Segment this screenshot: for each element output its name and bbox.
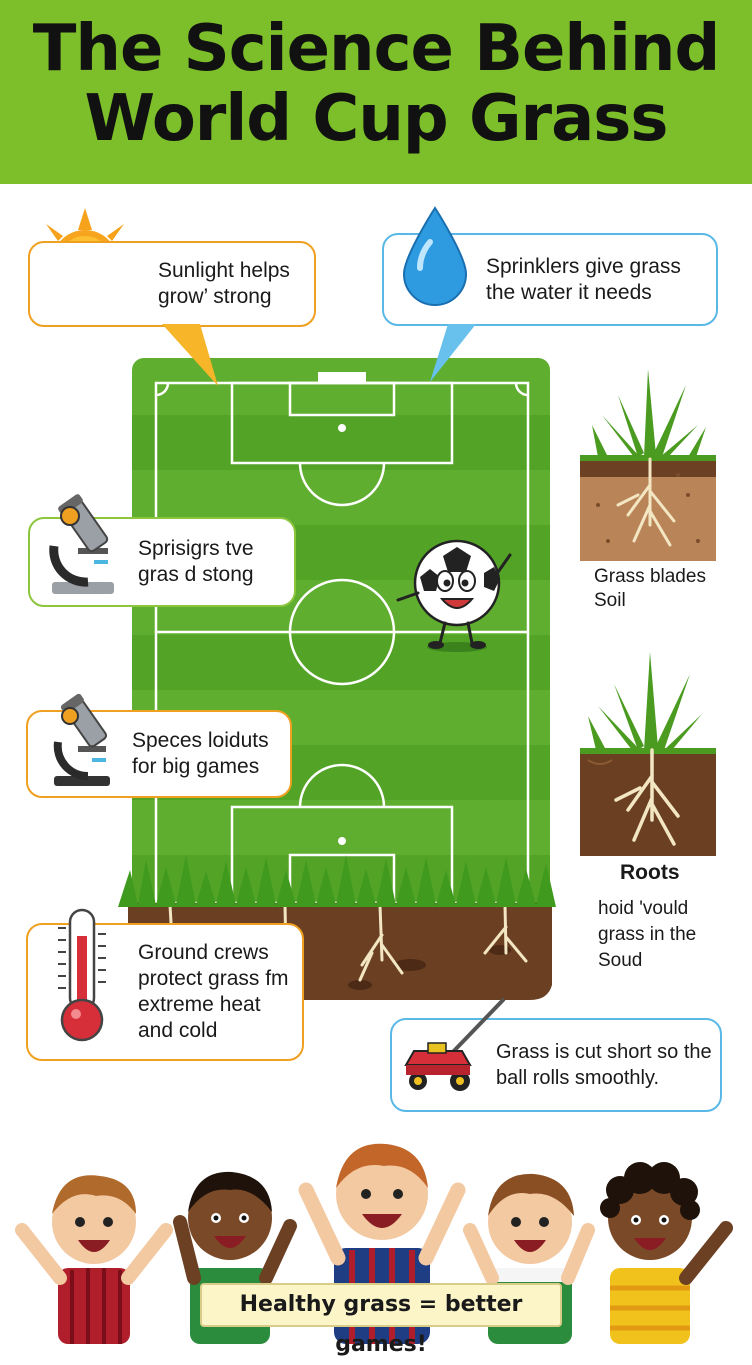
microscope2-text-2: for big games	[132, 755, 260, 778]
ground-crews-text-1: Ground crews	[138, 941, 269, 964]
roots-description: hoid 'vould grass in the Soud	[598, 896, 696, 974]
thermometer-icon	[58, 908, 106, 1042]
soil-label: Soil	[594, 590, 626, 611]
sunlight-text-1: Sunlight helps	[158, 259, 290, 282]
soccer-pitch	[118, 358, 556, 1000]
microscope1-text-1: Sprisigrs tve	[138, 537, 254, 560]
kid-5	[600, 1162, 733, 1344]
microscope2-text-1: Speces loiduts	[132, 729, 269, 752]
mower-text-2: ball rolls smoothly.	[496, 1067, 660, 1089]
ground-crews-text-3: extreme heat	[138, 993, 261, 1016]
lawn-mower-icon	[404, 997, 506, 1091]
sunlight-callout: Sunlight helps grow’ strong	[28, 241, 316, 327]
kid-1	[15, 1175, 173, 1344]
ground-crews-text-2: protect grass fm	[138, 967, 289, 990]
roots-desc-1: hoid 'vould	[598, 898, 689, 919]
header-bar	[0, 0, 752, 184]
sunlight-text-2: grow’ strong	[158, 285, 272, 308]
sprinklers-pointer	[430, 324, 476, 382]
ground-crews-text-4: and cold	[138, 1019, 218, 1042]
microscope-icon	[49, 494, 114, 594]
grass-soil-diagram-1	[580, 369, 716, 561]
grass-blades-labels: Grass blades Soil	[594, 565, 706, 613]
title-line-2: World Cup Grass	[84, 82, 669, 156]
water-drop-icon	[402, 206, 468, 306]
sprinklers-text-2: the water it needs	[486, 280, 652, 304]
sprinklers-text-1: Sprinklers give grass	[486, 254, 681, 278]
microscope1-text-2: gras d stong	[138, 563, 254, 586]
microscope-icon	[53, 693, 110, 786]
mower-text-1: Grass is cut short so the	[496, 1041, 712, 1063]
healthy-grass-banner: Healthy grass = better games!	[200, 1283, 562, 1357]
title-line-1: The Science Behind	[32, 12, 721, 86]
sunlight-pointer	[162, 324, 218, 386]
grass-blades-label: Grass blades	[594, 566, 706, 587]
page-title: The Science Behind World Cup Grass	[0, 14, 752, 154]
roots-desc-2: grass in the	[598, 924, 697, 945]
soccer-ball-mascot	[396, 539, 512, 652]
roots-label: Roots	[620, 861, 680, 884]
roots-desc-3: Soud	[598, 950, 643, 971]
grass-soil-diagram-2	[580, 652, 716, 856]
